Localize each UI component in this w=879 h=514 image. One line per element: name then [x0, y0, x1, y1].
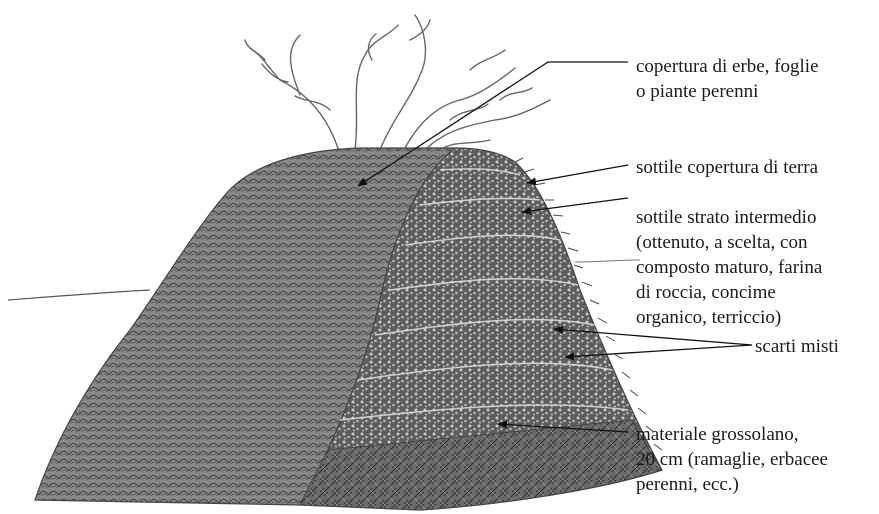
ground-line-right: [575, 260, 640, 262]
label-intermediate-line-5: organico, terriccio): [636, 307, 781, 328]
label-intermediate-line-4: di roccia, concime: [636, 282, 776, 303]
label-intermediate-line-3: composto maturo, farina: [636, 257, 823, 278]
label-mixed-waste-line-1: scarti misti: [755, 336, 839, 357]
label-cover-herbs-line-1: copertura di erbe, foglie: [636, 56, 819, 77]
label-cover-herbs-line-2: o piante perenni: [636, 81, 758, 102]
label-intermediate-layer: sottile strato intermedio (ottenuto, a s…: [636, 207, 827, 328]
label-coarse-material: materiale grossolano, 20 cm (ramaglie, e…: [636, 424, 833, 495]
label-mixed-waste: scarti misti: [755, 336, 839, 357]
label-soil-cover-line-1: sottile copertura di terra: [636, 157, 819, 178]
label-coarse-line-2: 20 cm (ramaglie, erbacee: [636, 449, 828, 470]
label-coarse-line-3: perenni, ecc.): [636, 474, 739, 495]
label-coarse-line-1: materiale grossolano,: [636, 424, 799, 445]
label-intermediate-line-2: (ottenuto, a scelta, con: [636, 232, 808, 253]
plant-sprigs: [245, 15, 550, 155]
label-intermediate-line-1: sottile strato intermedio: [636, 207, 816, 228]
label-cover-herbs: copertura di erbe, foglie o piante peren…: [636, 56, 823, 102]
arrow-soil-cover: [527, 165, 628, 183]
label-soil-cover: sottile copertura di terra: [636, 157, 819, 178]
ground-line: [8, 290, 150, 300]
